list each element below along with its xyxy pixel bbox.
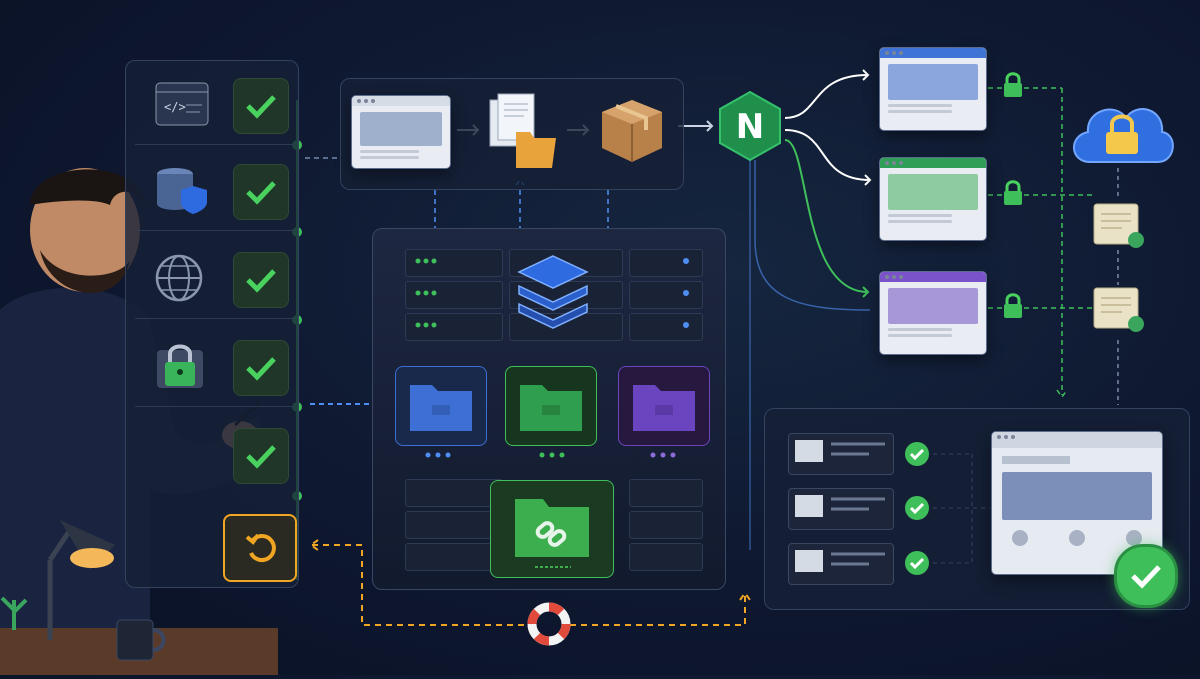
check-icon — [233, 252, 289, 308]
layer-stack-icon — [515, 252, 591, 340]
globe-icon — [153, 252, 211, 304]
folder-card-purple[interactable] — [618, 366, 710, 446]
desk-lamp-icon — [20, 500, 120, 640]
check-icon — [233, 340, 289, 396]
site-window-green[interactable] — [880, 158, 986, 240]
site-window-purple[interactable] — [880, 272, 986, 354]
checklist-item-code[interactable]: </> — [135, 64, 295, 145]
checklist-item-security[interactable] — [135, 326, 295, 407]
shared-link-folder[interactable] — [490, 480, 614, 578]
site-window-blue[interactable] — [880, 48, 986, 130]
code-editor-icon: </> — [153, 78, 211, 130]
check-icon — [905, 496, 929, 520]
lock-icon — [1002, 180, 1024, 206]
check-icon — [233, 164, 289, 220]
check-icon — [233, 78, 289, 134]
folder-page-dots — [425, 452, 676, 458]
coffee-mug-icon — [115, 618, 170, 662]
plant-icon — [0, 590, 28, 630]
verification-row[interactable] — [788, 543, 894, 585]
nginx-proxy-icon[interactable]: N — [716, 90, 784, 162]
certificate-icon — [1092, 202, 1148, 252]
rack-status-leds — [415, 258, 689, 328]
folder-card-blue[interactable] — [395, 366, 487, 446]
folder-card-green[interactable] — [505, 366, 597, 446]
life-ring-icon — [527, 602, 571, 646]
folder-icon — [410, 385, 472, 431]
lock-icon — [1002, 293, 1024, 319]
source-browser-window[interactable] — [352, 96, 450, 168]
certificate-icon — [1092, 286, 1148, 336]
checklist-item-database[interactable] — [135, 150, 295, 231]
lock-icon — [1002, 72, 1024, 98]
package-box-icon — [598, 96, 666, 166]
check-icon — [905, 442, 929, 466]
restore-icon — [245, 533, 276, 563]
checklist-panel — [125, 60, 299, 588]
folder-icon — [633, 385, 695, 431]
database-shield-icon — [153, 164, 211, 216]
svg-text:N: N — [736, 107, 764, 147]
folder-icon — [520, 385, 582, 431]
link-folder-icon — [515, 499, 589, 568]
svg-text:</>: </> — [164, 100, 186, 114]
cloud-lock-icon — [1066, 92, 1178, 168]
checklist-item-edit[interactable] — [135, 414, 295, 494]
success-badge-icon — [1114, 544, 1178, 608]
check-icon — [905, 551, 929, 575]
rollback-button[interactable] — [223, 514, 297, 582]
checklist-item-network[interactable] — [135, 238, 295, 319]
check-icon — [233, 428, 289, 484]
verification-row[interactable] — [788, 433, 894, 475]
documents-folder-icon — [486, 92, 560, 170]
lock-icon — [153, 340, 211, 392]
verification-row[interactable] — [788, 488, 894, 530]
